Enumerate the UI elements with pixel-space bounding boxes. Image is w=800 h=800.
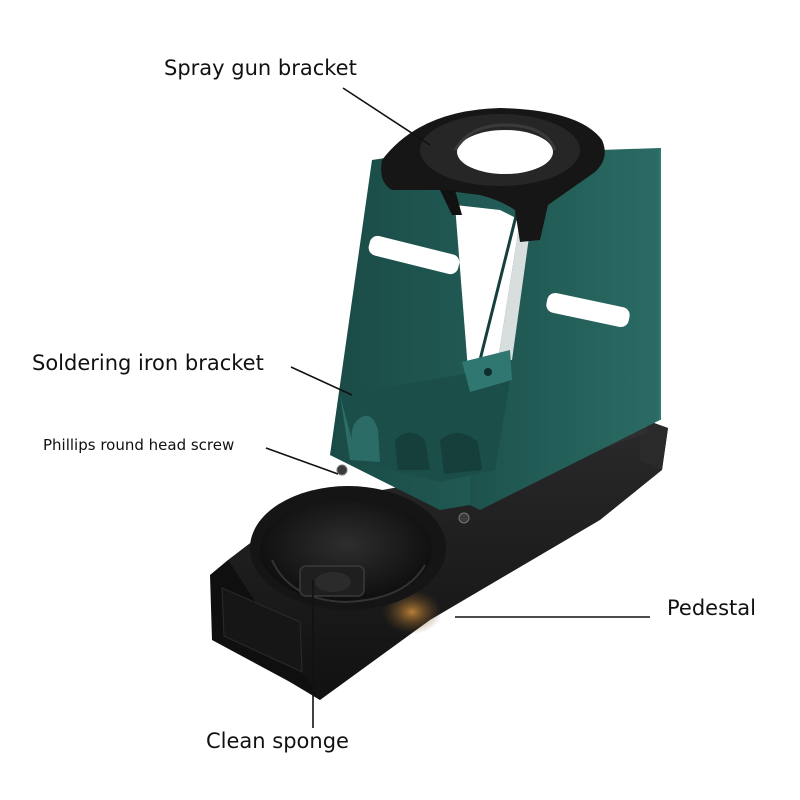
label-soldering-iron-bracket: Soldering iron bracket: [32, 351, 264, 375]
vent-slot: [546, 292, 630, 328]
leader-line-spray-gun: [342, 87, 431, 146]
leader-line-screw: [265, 447, 339, 475]
vent-slot: [368, 235, 460, 275]
leader-line-iron-bracket: [290, 366, 353, 396]
soldering-iron-bracket: [340, 350, 512, 482]
phillips-screws: [336, 464, 470, 524]
label-phillips-screw: Phillips round head screw: [43, 436, 235, 454]
sponge-cup: [250, 486, 446, 610]
label-pedestal: Pedestal: [667, 596, 756, 620]
leader-lines: [265, 87, 650, 728]
spray-gun-holder: [381, 108, 605, 242]
label-spray-gun-bracket: Spray gun bracket: [164, 56, 357, 80]
label-clean-sponge: Clean sponge: [206, 729, 349, 753]
